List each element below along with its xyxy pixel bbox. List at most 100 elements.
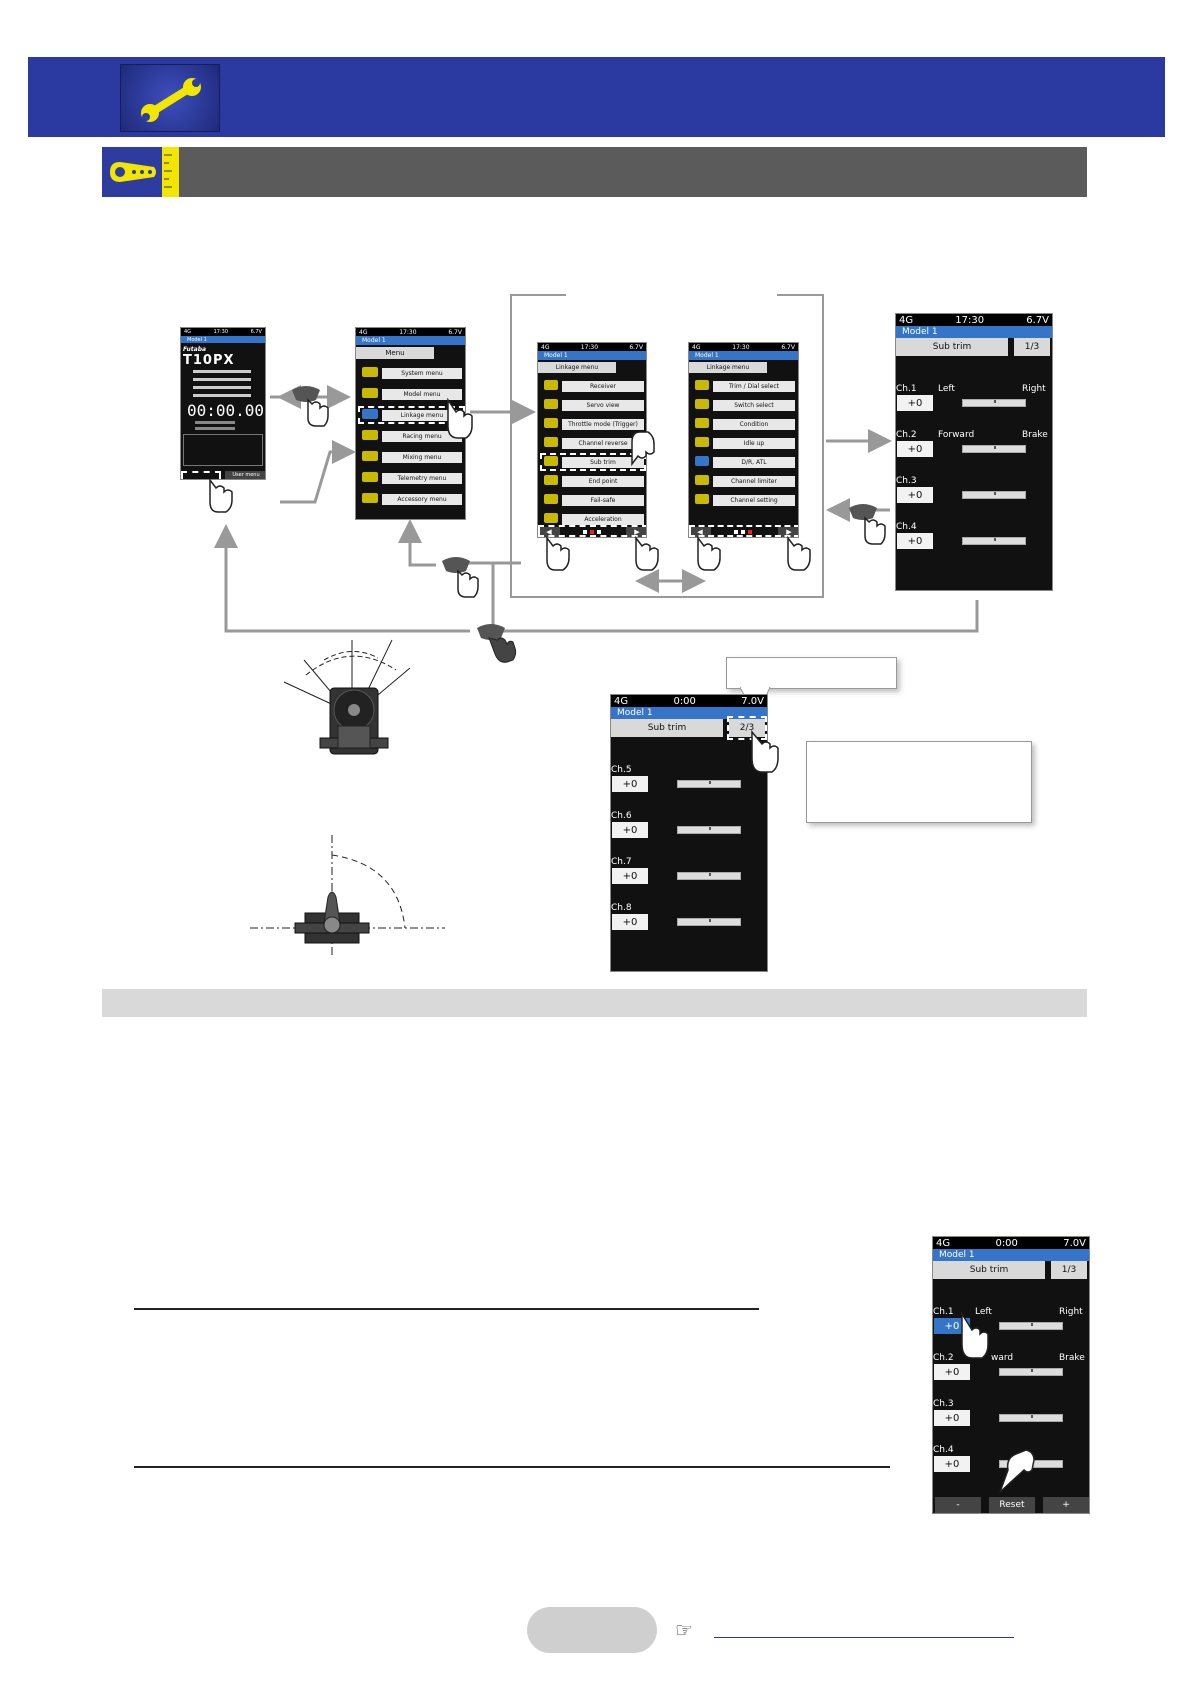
subsection-heading-bar — [102, 989, 1087, 1017]
trim-dial-select-button[interactable]: Trim / Dial select — [713, 381, 795, 392]
channel-setting-button[interactable]: Channel setting — [713, 495, 795, 506]
direction-right-label: Brake — [1059, 1353, 1085, 1363]
servo-view-button[interactable]: Servo view — [562, 400, 644, 411]
channel-limiter-button[interactable]: Channel limiter — [713, 476, 795, 487]
sub-trim-screen-page-2: 4G 0:00 7.0V Model 1 Sub trim 2/3 Ch.5 +… — [610, 694, 768, 972]
hand-pointer-icon — [751, 730, 779, 773]
accessory-menu-button[interactable]: Accessory menu — [382, 494, 462, 505]
telemetry-icon — [362, 472, 378, 482]
ch4-value-button[interactable]: +0 — [934, 1456, 970, 1472]
menu-tab: Menu — [356, 347, 434, 359]
clock: 0:00 — [995, 1237, 1018, 1249]
ch6-trim-bar — [677, 826, 741, 834]
reset-softkey[interactable]: Reset — [989, 1497, 1035, 1513]
channel-label: Ch.6 — [611, 811, 632, 821]
prev-page-softkey[interactable]: ◀ — [538, 527, 560, 537]
clock: 17:30 — [955, 314, 985, 326]
acceleration-button[interactable]: Acceleration — [562, 514, 644, 525]
signal-indicator: 4G — [899, 314, 914, 326]
servo-neutral-illustration — [250, 835, 445, 957]
timer-display[interactable]: 00:00.00 — [187, 401, 265, 420]
status-bar: 4G 17:30 6.7V — [538, 343, 646, 351]
ch3-value-button[interactable]: +0 — [897, 487, 933, 503]
page-indicator[interactable]: 1/3 — [1014, 338, 1050, 356]
callout-bubble — [726, 657, 897, 689]
end-point-button[interactable]: End point — [562, 476, 644, 487]
hand-pointer-icon — [961, 1312, 989, 1359]
page-number-pill — [527, 1607, 657, 1653]
ch1-trim-bar — [999, 1322, 1063, 1330]
switch-select-icon — [695, 399, 709, 409]
channel-label: Ch.4 — [933, 1445, 954, 1455]
linkage-icon — [362, 409, 378, 419]
highlight-page-indicator — [727, 716, 767, 740]
telemetry-menu-button[interactable]: Telemetry menu — [382, 473, 462, 484]
direction-left-label: Left — [975, 1307, 992, 1317]
hand-pointer-icon — [631, 431, 655, 467]
status-bar: 4G 17:30 6.7V — [896, 314, 1052, 326]
racing-menu-button[interactable]: Racing menu — [382, 431, 462, 442]
hand-pointer-icon — [292, 386, 329, 427]
channel-label: Ch.2 — [933, 1353, 954, 1363]
hand-pointer-icon — [477, 624, 517, 663]
ch2-value-button[interactable]: +0 — [897, 441, 933, 457]
throttle-mode-button[interactable]: Throttle mode (Trigger) — [562, 419, 644, 430]
servo-view-icon — [544, 399, 558, 409]
model-menu-button[interactable]: Model menu — [382, 389, 462, 400]
pointing-hand-icon: ☞ — [675, 1618, 693, 1642]
ch2-trim-bar — [999, 1368, 1063, 1376]
fail-safe-button[interactable]: Fail-safe — [562, 495, 644, 506]
servo-rotation-illustration — [283, 639, 411, 755]
signal-indicator: 4G — [692, 343, 701, 351]
status-bar: 4G 17:30 6.7V — [689, 343, 798, 351]
sub-trim-button[interactable]: Sub trim — [562, 457, 644, 468]
page-indicator[interactable]: 2/3 — [729, 719, 765, 737]
system-menu-button[interactable]: System menu — [382, 368, 462, 379]
mixing-menu-button[interactable]: Mixing menu — [382, 452, 462, 463]
channel-label: Ch.5 — [611, 765, 632, 775]
channel-limiter-icon — [695, 475, 709, 485]
ch7-value-button[interactable]: +0 — [612, 868, 648, 884]
model-name: Model 1 — [689, 351, 798, 360]
prev-page-softkey[interactable]: ◀ — [689, 527, 711, 537]
system-icon — [362, 367, 378, 377]
ch8-value-button[interactable]: +0 — [612, 914, 648, 930]
condition-button[interactable]: Condition — [713, 419, 795, 430]
ch4-value-button[interactable]: +0 — [897, 533, 933, 549]
model-name: Model 1 — [933, 1249, 1089, 1261]
dr-atl-button[interactable]: D/R, ATL — [713, 457, 795, 468]
ch4-trim-bar — [962, 537, 1026, 545]
receiver-button[interactable]: Receiver — [562, 381, 644, 392]
flow-diagram-connectors — [214, 294, 979, 633]
switch-select-button[interactable]: Switch select — [713, 400, 795, 411]
page-indicator[interactable]: 1/3 — [1051, 1261, 1087, 1279]
ch6-value-button[interactable]: +0 — [612, 822, 648, 838]
idle-up-button[interactable]: Idle up — [713, 438, 795, 449]
next-page-softkey[interactable]: ▶ — [626, 527, 646, 537]
ch3-value-button[interactable]: +0 — [934, 1410, 970, 1426]
ch1-value-button[interactable]: +0 — [934, 1318, 970, 1334]
direction-right-label: Brake — [1022, 430, 1048, 440]
next-page-softkey[interactable]: ▶ — [778, 527, 798, 537]
underline-rule — [134, 1308, 759, 1310]
linkage-menu-button[interactable]: Linkage menu — [382, 410, 462, 421]
minus-softkey[interactable]: - — [935, 1497, 981, 1513]
status-bar: 4G 0:00 7.0V — [933, 1237, 1089, 1249]
ch5-value-button[interactable]: +0 — [612, 776, 648, 792]
idle-up-icon — [695, 437, 709, 447]
status-bar: 4G 0:00 7.0V — [611, 695, 767, 707]
sub-trim-tab: Sub trim — [896, 338, 1008, 356]
plus-softkey[interactable]: + — [1043, 1497, 1089, 1513]
highlight-page-keys — [538, 525, 646, 537]
ch3-trim-bar — [999, 1414, 1063, 1422]
channel-label: Ch.1 — [896, 384, 917, 394]
sub-trim-screen-page-1: 4G 17:30 6.7V Model 1 Sub trim 1/3 Ch.1 … — [895, 313, 1053, 591]
model-name: Model 1 — [181, 336, 265, 343]
model-name: Model 1 — [356, 336, 465, 345]
hand-pointer-icon — [999, 1449, 1035, 1493]
channel-reverse-button[interactable]: Channel reverse — [562, 438, 644, 449]
trim-bar — [193, 378, 251, 381]
user-menu-softkey[interactable]: User menu — [225, 471, 265, 479]
ch2-value-button[interactable]: +0 — [934, 1364, 970, 1380]
ch1-value-button[interactable]: +0 — [897, 395, 933, 411]
